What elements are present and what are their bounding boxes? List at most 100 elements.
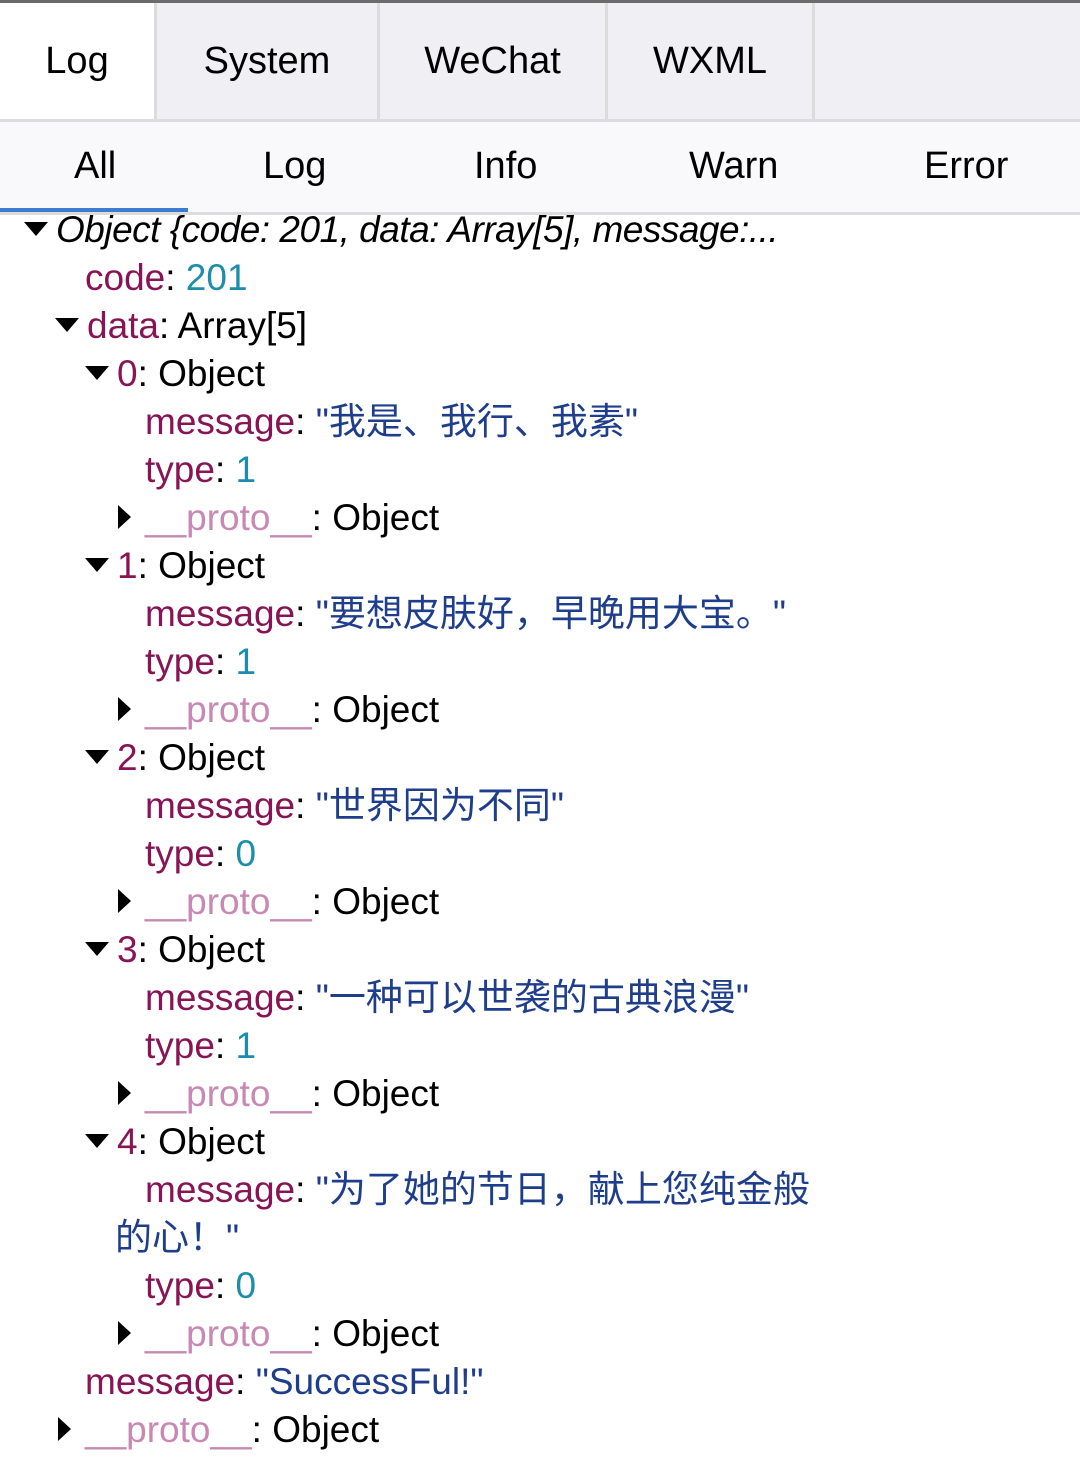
tab-wxml[interactable]: WXML bbox=[608, 3, 815, 119]
expanded-triangle-icon[interactable] bbox=[85, 1134, 109, 1149]
filter-warn[interactable]: Warn bbox=[689, 145, 779, 187]
proto-key: __proto__ bbox=[145, 1313, 312, 1354]
array-index: 3 bbox=[117, 929, 138, 970]
property-value: 1 bbox=[235, 1025, 257, 1066]
node-type: : Object bbox=[137, 545, 266, 586]
tab-system[interactable]: System bbox=[157, 3, 380, 119]
tree-node-proto[interactable]: __proto__: Object bbox=[118, 878, 439, 926]
property-value: 0 bbox=[235, 833, 257, 874]
node-type: : Object bbox=[137, 353, 266, 394]
proto-key: __proto__ bbox=[145, 689, 312, 730]
tree-node-root[interactable]: Object {code: 201, data: Array[5], messa… bbox=[24, 206, 779, 254]
collapsed-triangle-icon[interactable] bbox=[118, 1081, 131, 1106]
filter-info[interactable]: Info bbox=[474, 145, 538, 187]
array-index: 2 bbox=[117, 737, 138, 778]
expanded-triangle-icon[interactable] bbox=[85, 942, 109, 957]
expanded-triangle-icon[interactable] bbox=[85, 750, 109, 765]
property-key: data bbox=[87, 305, 160, 346]
array-index: 4 bbox=[117, 1121, 138, 1162]
tree-node-item-3[interactable]: 3: Object bbox=[85, 926, 265, 974]
property-key: message bbox=[145, 401, 296, 442]
tree-node-proto[interactable]: __proto__: Object bbox=[118, 686, 439, 734]
property-key: type bbox=[145, 641, 215, 682]
tree-node-item-4[interactable]: 4: Object bbox=[85, 1118, 265, 1166]
colon: : bbox=[214, 449, 236, 490]
property-key: type bbox=[145, 1265, 215, 1306]
filter-error[interactable]: Error bbox=[924, 145, 1009, 187]
property-value: "SuccessFul!" bbox=[255, 1361, 484, 1402]
property-message: message: "一种可以世袭的古典浪漫" bbox=[145, 974, 749, 1022]
window-top-border bbox=[0, 0, 1080, 3]
property-value: "一种可以世袭的古典浪漫" bbox=[315, 977, 749, 1018]
colon: : bbox=[295, 977, 316, 1018]
colon: : bbox=[295, 1169, 316, 1210]
collapsed-triangle-icon[interactable] bbox=[58, 1417, 71, 1442]
expanded-triangle-icon[interactable] bbox=[85, 558, 109, 573]
colon: : bbox=[295, 593, 316, 634]
filter-log[interactable]: Log bbox=[263, 145, 327, 187]
tree-node-proto[interactable]: __proto__: Object bbox=[118, 1310, 439, 1358]
collapsed-triangle-icon[interactable] bbox=[118, 1321, 131, 1346]
tree-node-proto[interactable]: __proto__: Object bbox=[118, 1070, 439, 1118]
property-message: message: "为了她的节日，献上您纯金般 bbox=[145, 1166, 810, 1214]
colon: : bbox=[214, 833, 236, 874]
property-type: type: 0 bbox=[145, 1262, 256, 1310]
property-value: Array[5] bbox=[177, 305, 308, 346]
collapsed-triangle-icon[interactable] bbox=[118, 889, 131, 914]
colon: : bbox=[159, 305, 178, 346]
expanded-triangle-icon[interactable] bbox=[85, 366, 109, 381]
property-type: type: 1 bbox=[145, 446, 256, 494]
property-value-wrap: 的心！" bbox=[115, 1217, 240, 1258]
property-key: message bbox=[145, 785, 296, 826]
property-key: message bbox=[85, 1361, 236, 1402]
collapsed-triangle-icon[interactable] bbox=[118, 697, 131, 722]
tree-node-item-2[interactable]: 2: Object bbox=[85, 734, 265, 782]
property-value: 201 bbox=[185, 257, 248, 298]
colon: : bbox=[214, 641, 236, 682]
node-type: : Object bbox=[137, 929, 266, 970]
tree-node-proto[interactable]: __proto__: Object bbox=[118, 494, 439, 542]
property-value: "我是、我行、我素" bbox=[315, 401, 638, 442]
property-value: 1 bbox=[235, 641, 257, 682]
property-value: "世界因为不同" bbox=[315, 785, 564, 826]
tree-node-data[interactable]: data: Array[5] bbox=[55, 302, 307, 350]
proto-key: __proto__ bbox=[145, 881, 312, 922]
property-key: type bbox=[145, 449, 215, 490]
property-message: message: "SuccessFul!" bbox=[85, 1358, 483, 1406]
property-type: type: 0 bbox=[145, 830, 256, 878]
colon: : bbox=[235, 1361, 256, 1402]
root-object-summary: Object {code: 201, data: Array[5], messa… bbox=[56, 209, 779, 250]
proto-value: : Object bbox=[311, 1073, 440, 1114]
expanded-triangle-icon[interactable] bbox=[55, 318, 79, 333]
proto-value: : Object bbox=[251, 1409, 380, 1450]
property-value: "为了她的节日，献上您纯金般 bbox=[315, 1169, 810, 1210]
property-message: message: "我是、我行、我素" bbox=[145, 398, 638, 446]
tree-node-item-1[interactable]: 1: Object bbox=[85, 542, 265, 590]
proto-key: __proto__ bbox=[85, 1409, 252, 1450]
tree-node-item-0[interactable]: 0: Object bbox=[85, 350, 265, 398]
proto-key: __proto__ bbox=[145, 1073, 312, 1114]
colon: : bbox=[295, 785, 316, 826]
tab-bar-empty bbox=[815, 3, 1080, 119]
node-type: : Object bbox=[137, 1121, 266, 1162]
property-key: message bbox=[145, 1169, 296, 1210]
proto-value: : Object bbox=[311, 689, 440, 730]
property-message-continued: 的心！" bbox=[115, 1214, 239, 1262]
expanded-triangle-icon[interactable] bbox=[24, 222, 48, 237]
property-message: message: "世界因为不同" bbox=[145, 782, 564, 830]
property-key: message bbox=[145, 977, 296, 1018]
proto-value: : Object bbox=[311, 497, 440, 538]
property-key: type bbox=[145, 1025, 215, 1066]
filter-all[interactable]: All bbox=[74, 145, 117, 187]
tab-log[interactable]: Log bbox=[0, 3, 157, 119]
collapsed-triangle-icon[interactable] bbox=[118, 505, 131, 530]
tree-node-root-proto[interactable]: __proto__: Object bbox=[58, 1406, 379, 1454]
proto-value: : Object bbox=[311, 1313, 440, 1354]
tab-wechat[interactable]: WeChat bbox=[380, 3, 608, 119]
array-index: 1 bbox=[117, 545, 138, 586]
log-level-filter-bar: All Log Info Warn Error bbox=[0, 122, 1080, 215]
property-value: "要想皮肤好，早晚用大宝。" bbox=[315, 593, 786, 634]
property-value: 1 bbox=[235, 449, 257, 490]
colon: : bbox=[214, 1265, 236, 1306]
property-value: 0 bbox=[235, 1265, 257, 1306]
